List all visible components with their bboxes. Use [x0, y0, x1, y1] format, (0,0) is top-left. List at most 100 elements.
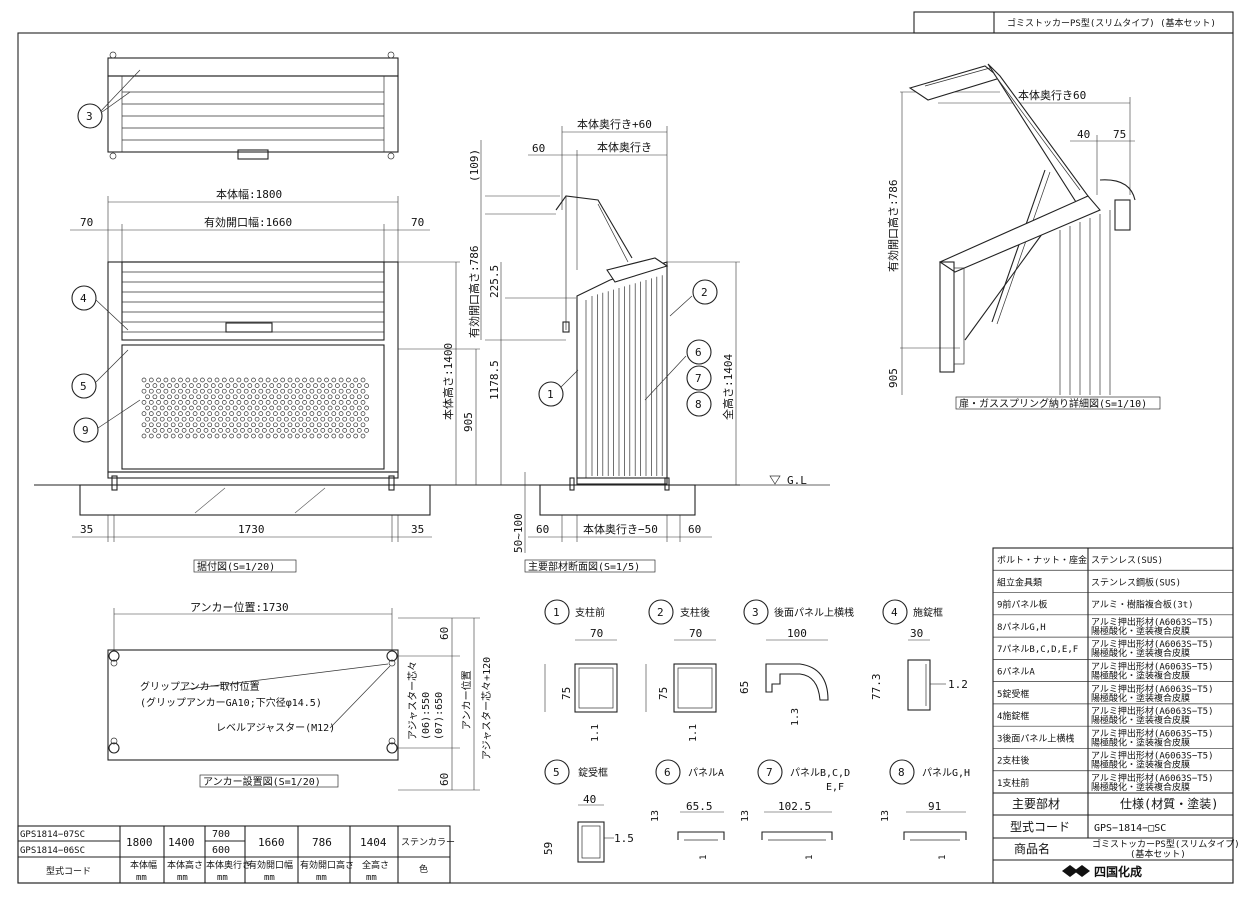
- svg-text:施錠框: 施錠框: [913, 606, 943, 619]
- spec-material-cell: アルミ押出形材(A6063S−T5): [1091, 683, 1214, 695]
- perforation-dot: [178, 400, 183, 405]
- svg-text:77.3: 77.3: [870, 674, 883, 701]
- spec-finish-cell: 陽極酸化・塗装複合皮膜: [1091, 736, 1190, 748]
- perforation-dot: [159, 394, 165, 400]
- dim-base-60-right: 60: [688, 523, 701, 536]
- svg-text:有効開口高さ: 有効開口高さ: [300, 859, 354, 871]
- perforation-dot: [316, 411, 322, 416]
- perforation-dot: [258, 422, 264, 428]
- svg-text:mm: mm: [136, 873, 147, 883]
- perforation-dot: [225, 394, 231, 400]
- perforation-dot: [196, 394, 202, 400]
- perforation-dot: [346, 411, 351, 416]
- perforation-dot: [338, 411, 344, 416]
- perforation-dot: [302, 433, 307, 439]
- callout-8: 8: [686, 391, 712, 417]
- perforation-dot: [221, 377, 227, 383]
- dim-foot-right: 35: [411, 523, 424, 536]
- perforation-dot: [276, 428, 282, 433]
- perforation-dot: [273, 422, 278, 428]
- perforation-dot: [243, 411, 249, 416]
- profile-4: 4 施錠框 30 77.3 1.2: [870, 599, 968, 711]
- perforation-dot: [324, 433, 329, 439]
- spec-finish-cell: 陽極酸化・塗装複合皮膜: [1091, 647, 1190, 659]
- svg-text:型式コード: 型式コード: [46, 865, 91, 877]
- section-view: 本体奥行き+60 本体奥行き 60 (109) 有効開口高さ:786 225.5…: [467, 117, 807, 553]
- perforation-dot: [269, 394, 275, 400]
- perforation-dot: [316, 433, 322, 439]
- perforation-dot: [214, 422, 220, 428]
- perforation-dot: [364, 383, 369, 388]
- perforation-dot: [320, 394, 326, 400]
- perforation-dot: [335, 383, 340, 388]
- perforation-dot: [294, 422, 300, 428]
- perforation-dot: [170, 411, 176, 416]
- perforation-dot: [353, 433, 359, 439]
- svg-text:主要部材断面図(S=1/5): 主要部材断面図(S=1/5): [528, 560, 640, 573]
- perforation-dot: [240, 405, 245, 411]
- svg-text:6: 6: [664, 766, 671, 779]
- perforation-dot: [342, 416, 348, 422]
- svg-text:786: 786: [312, 836, 332, 849]
- top-title-block: ゴミストッカーPS型(スリムタイプ) (基本セット): [913, 11, 1234, 34]
- perforation-dot: [280, 422, 286, 428]
- perforation-dot: [229, 388, 234, 394]
- spec-finish-cell: 陽極酸化・塗装複合皮膜: [1091, 714, 1190, 726]
- perforation-dot: [262, 383, 267, 388]
- perforation-dot: [287, 411, 293, 416]
- plan-view: [99, 51, 399, 160]
- perforation-dot: [141, 377, 147, 383]
- perforation-dot: [207, 388, 213, 394]
- perforation-dot: [170, 433, 176, 439]
- perforation-dot: [163, 377, 169, 383]
- perforation-dot: [280, 433, 286, 439]
- perforation-dot: [229, 411, 234, 416]
- callout-4: 4: [71, 285, 129, 331]
- perforation-dot: [327, 383, 333, 388]
- model-depth-06: 600: [212, 845, 230, 856]
- perforation-dot: [305, 416, 311, 422]
- svg-text:1800: 1800: [126, 836, 153, 849]
- svg-text:70: 70: [689, 627, 702, 640]
- anchor-caption: アンカー設置図(S=1/20): [199, 774, 339, 788]
- perforation-dot: [360, 388, 366, 394]
- perforation-dot: [236, 422, 242, 428]
- perforation-dot: [280, 377, 286, 383]
- front-view: 本体幅:1800 有効開口幅:1660 70 70: [70, 187, 430, 479]
- perforation-dot: [294, 400, 300, 405]
- svg-text:1: 1: [805, 855, 815, 860]
- code-row-value: GPS−1814−□SC: [1094, 823, 1166, 834]
- svg-text:8: 8: [898, 766, 905, 779]
- perforation-dot: [331, 433, 337, 439]
- perforation-dot: [335, 394, 340, 400]
- svg-text:5: 5: [553, 766, 560, 779]
- svg-text:1660: 1660: [258, 836, 285, 849]
- perforation-dot: [287, 433, 293, 439]
- spec-material-cell: ステンレス(SUS): [1091, 555, 1163, 566]
- perforation-dot: [360, 411, 366, 416]
- callout-2: 2: [669, 279, 718, 317]
- perforation-dot: [247, 383, 253, 388]
- perforation-dot: [342, 394, 348, 400]
- svg-text:4: 4: [891, 606, 898, 619]
- perforation-dot: [280, 411, 286, 416]
- perforation-dot: [254, 416, 260, 422]
- logo-text: 四国化成: [1094, 864, 1142, 879]
- perforation-dot: [148, 422, 154, 428]
- perforation-dot: [338, 377, 344, 383]
- perforation-dot: [214, 388, 220, 394]
- callout-circles: 3 4 5 9 2 1 6 7 8: [71, 91, 718, 443]
- perforation-dot: [265, 422, 271, 428]
- perforation-dot: [163, 422, 169, 428]
- perforation-dot: [298, 394, 304, 400]
- perforation-dot: [214, 400, 220, 405]
- perforation-dot: [353, 400, 359, 405]
- perforation-dots: [141, 377, 369, 439]
- dim-foot-left: 35: [80, 523, 93, 536]
- anchor-d60-bot: 60: [438, 773, 451, 786]
- svg-text:アンカー設置図(S=1/20): アンカー設置図(S=1/20): [203, 775, 321, 788]
- perforation-dot: [229, 433, 234, 439]
- svg-text:扉・ガススプリング納り詳細図(S=1/10): 扉・ガススプリング納り詳細図(S=1/10): [959, 397, 1147, 410]
- spec-material-cell: アルミ押出形材(A6063S−T5): [1091, 727, 1214, 739]
- perforation-dot: [178, 411, 183, 416]
